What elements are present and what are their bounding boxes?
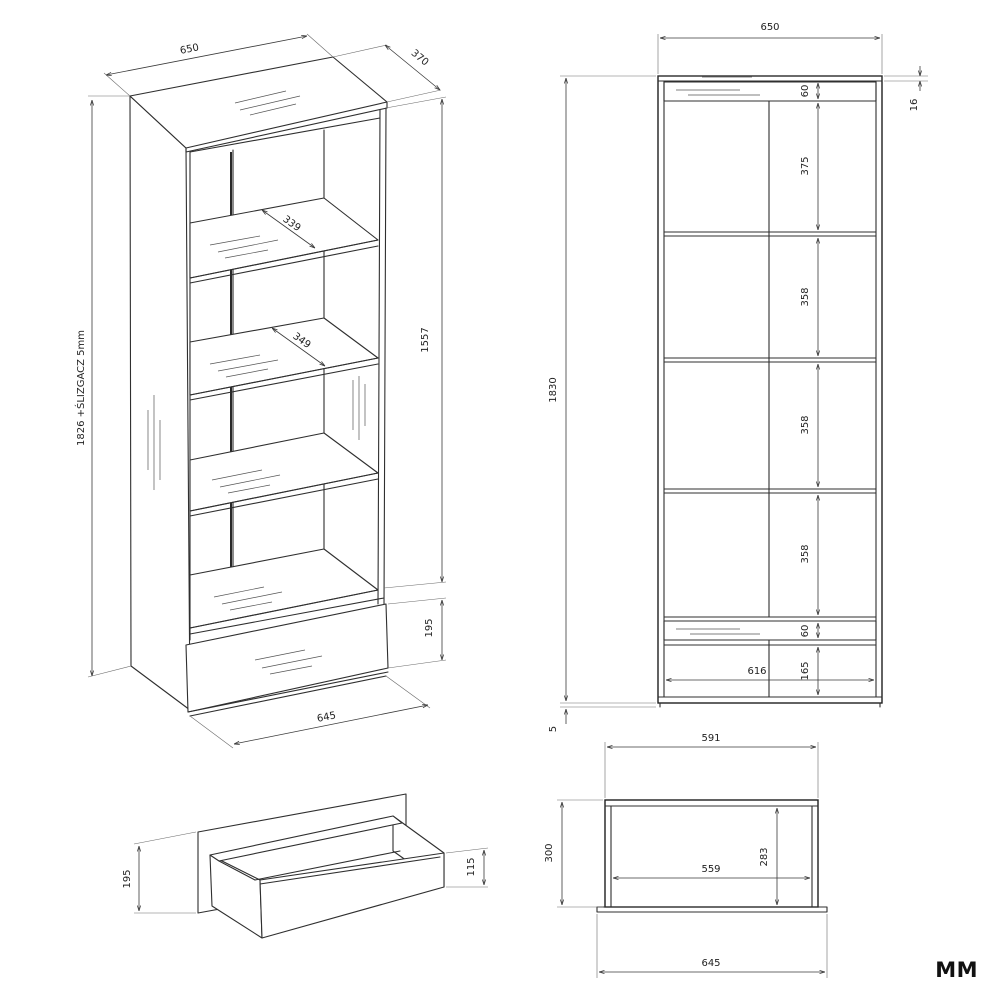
- drawer-depth-label: 300: [544, 843, 555, 862]
- drawer-box-height-label: 115: [466, 857, 477, 876]
- compartment-1-label: 375: [800, 156, 811, 175]
- compartment-2-label: 358: [800, 287, 811, 306]
- top-thickness-label: 16: [909, 99, 920, 112]
- inner-width-label: 616: [747, 666, 766, 677]
- drawer-zone-label: 165: [800, 661, 811, 680]
- bottom-rail-label: 60: [800, 625, 811, 638]
- iso-base-width-label: 645: [316, 710, 337, 724]
- drawer-front-height-label: 195: [122, 869, 133, 888]
- drawer-front-width-label: 645: [701, 958, 720, 969]
- iso-inner-height-label: 1557: [420, 327, 431, 352]
- drawer-plan-view: 591 300 283 559 645: [544, 733, 828, 978]
- glide-label: 5: [548, 726, 559, 732]
- top-rail-label: 60: [800, 85, 811, 98]
- front-width-label: 650: [760, 22, 779, 33]
- iso-drawer-height-label: 195: [424, 618, 435, 637]
- iso-width-label: 650: [179, 42, 200, 56]
- drawer-inner-width-label: 559: [701, 864, 720, 875]
- front-height-label: 1830: [548, 377, 559, 402]
- iso-height-label: 1826 +ŚLIZGACZ 5mm: [74, 330, 87, 446]
- cabinet-isometric-view: 650 370 1826 +ŚLIZGACZ 5mm 1557 195 645 …: [74, 33, 447, 749]
- cabinet-front-view: 650 16 1830 5 60 375 358 358 358 60 165 …: [548, 22, 928, 732]
- drawer-outer-width-label: 591: [701, 733, 720, 744]
- compartment-3-label: 358: [800, 415, 811, 434]
- drawer-inner-depth-label: 283: [759, 847, 770, 866]
- iso-depth-label: 370: [409, 48, 431, 69]
- compartment-4-label: 358: [800, 544, 811, 563]
- drawer-isometric-view: 195 115: [122, 793, 489, 939]
- brand-logo: MM: [935, 958, 978, 982]
